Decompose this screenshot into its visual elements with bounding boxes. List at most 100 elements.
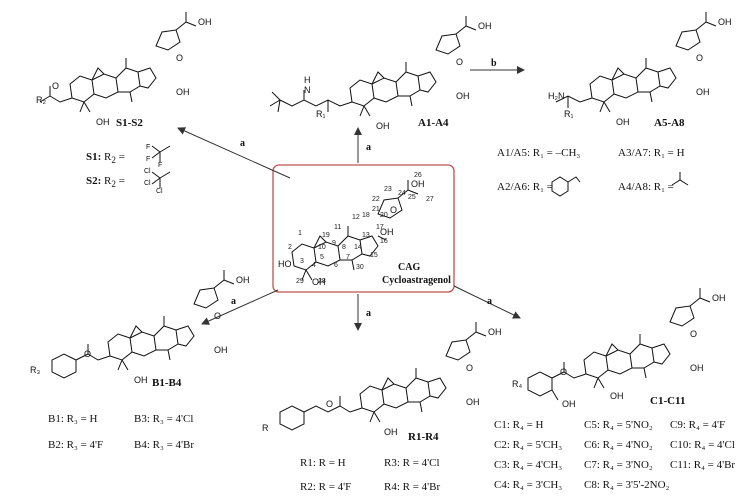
cag-name: Cycloastragenol <box>382 275 451 286</box>
c-num-9: 9 <box>332 240 336 247</box>
atom-h: H <box>304 75 311 85</box>
a58-title: A5-A8 <box>654 117 685 129</box>
atom-o: O <box>84 349 92 359</box>
atom-oh: OH <box>411 179 425 189</box>
c-item: C5: R₄ = 5'NO₂ <box>584 419 653 431</box>
r-item: R1: R = H <box>300 457 346 469</box>
c-num-19: 19 <box>322 232 330 239</box>
c-item: C3: R₄ = 4'CH₃ <box>494 459 563 471</box>
c-num-15: 15 <box>370 252 378 259</box>
r-structure <box>279 367 447 431</box>
c-num-13: 13 <box>362 232 370 239</box>
c-num-27: 27 <box>426 196 434 203</box>
atom-f: F <box>146 144 151 151</box>
a-item: A2/A6: R₁ = <box>497 181 553 193</box>
c-num-4: 4 <box>312 262 316 269</box>
c-item: C7: R₄ = 3'NO₂ <box>584 459 653 471</box>
center-frame <box>272 164 455 293</box>
a14-title: A1-A4 <box>418 117 449 129</box>
atom-oh: OH <box>456 91 470 101</box>
atom-oh: OH <box>380 227 394 237</box>
c-num-16: 16 <box>380 238 388 245</box>
atom-oh: OH <box>176 87 190 97</box>
s1-sub: 2 <box>111 155 116 166</box>
a-item: A1/A5: R₁ = –CH₃ <box>497 147 581 159</box>
atom-o: O <box>456 57 464 67</box>
c-num-7: 7 <box>346 254 350 261</box>
step-a-label: a <box>366 142 371 153</box>
atom-oh: OH <box>488 327 502 337</box>
c-num-25: 25 <box>408 194 416 201</box>
c-item: C4: R₄ = 3'CH₃ <box>494 479 563 491</box>
c-num-24: 24 <box>398 190 406 197</box>
atom-oh: OH <box>198 17 212 27</box>
atom-oh: OH <box>312 277 326 287</box>
a-item: A3/A7: R₁ = H <box>618 147 685 159</box>
c-num-1: 1 <box>298 230 302 237</box>
b-item: B1: R₃ = H <box>48 413 98 425</box>
c-item: C11: R₄ = 4'Br <box>670 459 736 471</box>
atom-cl: Cl <box>144 168 151 175</box>
c-num-5: 5 <box>320 254 324 261</box>
atom-o: O <box>326 399 334 409</box>
step-b-label: b <box>491 58 497 69</box>
c-item: C2: R₄ = 5'CH₃ <box>494 439 563 451</box>
c-num-18: 18 <box>362 212 370 219</box>
atom-cl: Cl <box>144 180 151 187</box>
isopropyl-sketch <box>671 172 689 186</box>
a-item: A4/A8: R₁ = <box>618 181 674 193</box>
atom-oh: OH <box>134 375 148 385</box>
atom-o: O <box>52 81 60 91</box>
r-item: R3: R = 4'Cl <box>384 457 440 469</box>
atom-oh: OH <box>616 117 630 127</box>
c-item: C8: R₄ = 3'5'-2NO₂ <box>584 479 670 491</box>
b-item: B3: R₃ = 4'Cl <box>134 413 194 425</box>
step-a-label: a <box>240 138 245 149</box>
c-num-30: 30 <box>356 264 364 271</box>
atom-oh: OH <box>610 391 624 401</box>
atom-r: R <box>262 423 269 433</box>
b-item: B2: R₃ = 4'F <box>48 439 104 451</box>
c-item: C1: R₄ = H <box>494 419 544 431</box>
s1-id: S1: <box>86 151 102 163</box>
atom-cl: Cl <box>156 188 163 195</box>
s-structure <box>39 57 157 113</box>
atom-o: O <box>176 53 184 63</box>
step-a-label: a <box>487 296 492 307</box>
atom-oh: OH <box>384 427 398 437</box>
s2-label: S2: R2 = <box>86 176 125 189</box>
c-num-21: 21 <box>372 206 380 213</box>
b-structure <box>51 315 195 379</box>
atom-r1: R₁ <box>316 109 326 119</box>
c-item: C9: R₄ = 4'F <box>670 419 726 431</box>
atom-oh: OH <box>696 87 710 97</box>
c-num-8: 8 <box>342 244 346 251</box>
atom-oh: OH <box>712 293 726 303</box>
c-num-22: 22 <box>372 196 380 203</box>
atom-f: F <box>146 156 151 163</box>
b-item: B4: R₃ = 4'Br <box>134 439 195 451</box>
c-num-11: 11 <box>334 224 342 231</box>
c-item: C10: R₄ = 4'Cl <box>670 439 735 451</box>
s2-eq: = <box>115 175 125 187</box>
atom-o: O <box>390 205 398 215</box>
s2-r: R <box>104 175 112 187</box>
s2-id: S2: <box>86 175 102 187</box>
arrow-to-c <box>453 285 521 319</box>
c-num-10: 10 <box>318 244 326 251</box>
atom-r1: R₁ <box>564 109 574 119</box>
atom-o: O <box>690 329 698 339</box>
benzyl-sketch <box>551 176 581 197</box>
c-num-23: 23 <box>384 186 392 193</box>
step-a-label: a <box>366 308 371 319</box>
atom-oh: OH <box>478 21 492 31</box>
atom-oh: OH <box>690 363 704 373</box>
cf3-sketch <box>151 145 171 162</box>
c-num-29: 29 <box>296 278 304 285</box>
c-num-3: 3 <box>300 258 304 265</box>
cag-code: CAG <box>398 262 421 273</box>
s-title: S1-S2 <box>116 117 143 129</box>
a58-structure <box>555 57 677 113</box>
atom-o: O <box>466 363 474 373</box>
a14-structure <box>269 61 437 117</box>
